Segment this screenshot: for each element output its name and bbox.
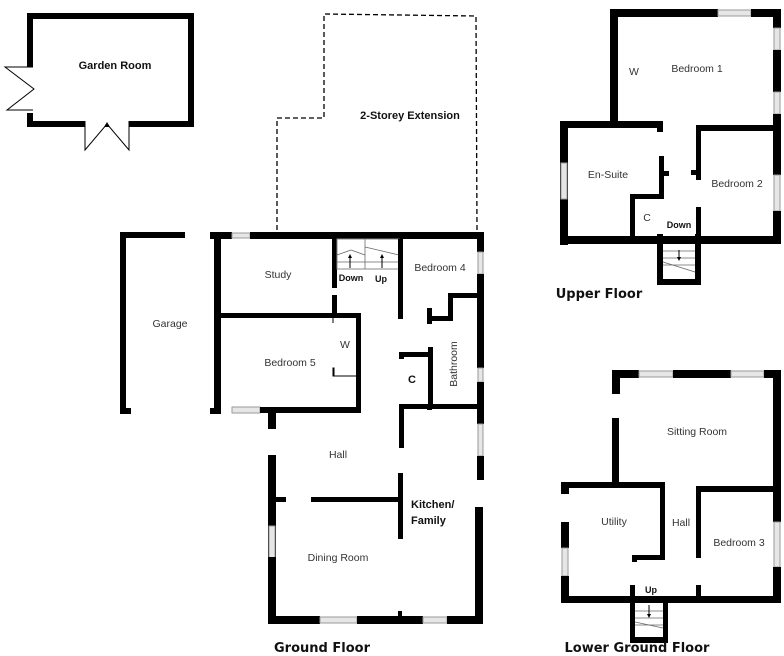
study-label: Study: [265, 269, 293, 281]
lower-ground-floor-plan: Sitting Room Utility Hall Bedroom 3 Up L…: [561, 370, 781, 656]
cupboard-label: C: [408, 374, 416, 386]
stairs-down-label: Down: [339, 273, 364, 283]
upper-cupboard-label: C: [643, 212, 651, 224]
upper-stairs-down-label: Down: [667, 220, 692, 230]
upper-floor-plan: Bedroom 1 W En-Suite Bedroom 2 C Down Up…: [556, 9, 781, 302]
kitchen-label-line1: Kitchen/: [411, 499, 454, 511]
bedroom1-label: Bedroom 1: [671, 63, 723, 75]
sitting-room-label: Sitting Room: [667, 426, 727, 438]
kitchen-label-line2: Family: [411, 515, 447, 527]
upper-floor-title: Upper Floor: [556, 287, 643, 302]
wardrobe-label: W: [340, 339, 350, 351]
bathroom-label: Bathroom: [448, 341, 460, 387]
garage-label: Garage: [152, 318, 187, 330]
extension-outline: 2-Storey Extension: [276, 13, 478, 231]
ground-stairs: Down Up: [336, 238, 400, 284]
bedroom4-label: Bedroom 4: [414, 262, 466, 274]
upper-stairs: [657, 234, 701, 285]
garage: Garage: [120, 232, 188, 414]
bedroom2-label: Bedroom 2: [711, 178, 763, 190]
lower-hall-label: Hall: [672, 517, 690, 529]
dining-room-label: Dining Room: [308, 552, 369, 564]
bifold-door-icon: [3, 66, 35, 111]
hall-label: Hall: [329, 449, 347, 461]
extension-label: 2-Storey Extension: [360, 110, 460, 122]
bedroom5-label: Bedroom 5: [264, 357, 316, 369]
lower-stairs-up-label: Up: [645, 585, 657, 595]
lower-ground-floor-title: Lower Ground Floor: [565, 641, 711, 656]
ensuite-label: En-Suite: [588, 169, 628, 181]
ground-floor-title: Ground Floor: [274, 641, 371, 656]
utility-label: Utility: [601, 516, 627, 528]
upper-wardrobe-label: W: [629, 66, 639, 78]
bedroom3-label: Bedroom 3: [713, 537, 765, 549]
stairs-up-label: Up: [375, 274, 387, 284]
garden-room: Garden Room: [3, 13, 194, 152]
garden-room-label: Garden Room: [79, 60, 152, 72]
lower-stairs: [630, 585, 668, 643]
ground-floor-plan: Down Up: [210, 232, 484, 656]
